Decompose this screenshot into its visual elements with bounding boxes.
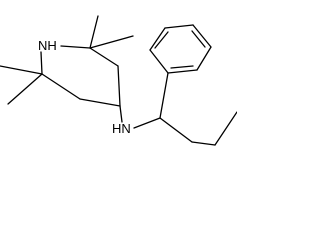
phenyl-bond-2 xyxy=(149,27,166,51)
methyl-bond-c2-a xyxy=(89,15,99,49)
bond-n1-c2 xyxy=(60,45,91,49)
propyl-chain xyxy=(159,111,237,146)
amine-nitrogen-label: HN xyxy=(112,121,131,136)
phenyl-bond-6 xyxy=(167,69,198,74)
ring-nitrogen-label: NH xyxy=(38,38,57,53)
structure-diagram: NH HN xyxy=(0,15,237,146)
bond-c4-c5 xyxy=(79,98,121,107)
bond-c6-n1 xyxy=(40,51,43,75)
phenyl-bond-4 xyxy=(192,24,212,48)
propyl-bond-3 xyxy=(214,111,237,146)
methyl-bond-c2-b xyxy=(89,35,134,49)
bond-c4-amine xyxy=(119,105,123,123)
methyl-bond-c6-a xyxy=(0,65,43,75)
bond-amine-benzylic xyxy=(133,117,161,129)
propyl-bond-1 xyxy=(159,117,193,143)
phenyl-double-bond-1 xyxy=(154,31,169,49)
phenyl-double-bond-3 xyxy=(170,65,194,69)
phenyl-double-bond-2 xyxy=(191,30,206,48)
phenyl-bond-5 xyxy=(196,46,212,71)
bond-c2-c3 xyxy=(89,47,119,67)
bond-benzylic-phenyl xyxy=(159,72,169,119)
gem-dimethyl-upper xyxy=(89,15,134,49)
bond-c3-c4 xyxy=(117,65,121,107)
piperidine-ring xyxy=(40,45,121,107)
methyl-bond-c6-b xyxy=(7,73,43,105)
propyl-bond-2 xyxy=(191,141,216,146)
phenyl-ring xyxy=(149,24,212,74)
phenyl-bond-3 xyxy=(164,24,194,29)
phenyl-bond-1 xyxy=(149,49,169,74)
bond-c5-c6 xyxy=(41,73,81,100)
gem-dimethyl-lower xyxy=(0,65,43,105)
